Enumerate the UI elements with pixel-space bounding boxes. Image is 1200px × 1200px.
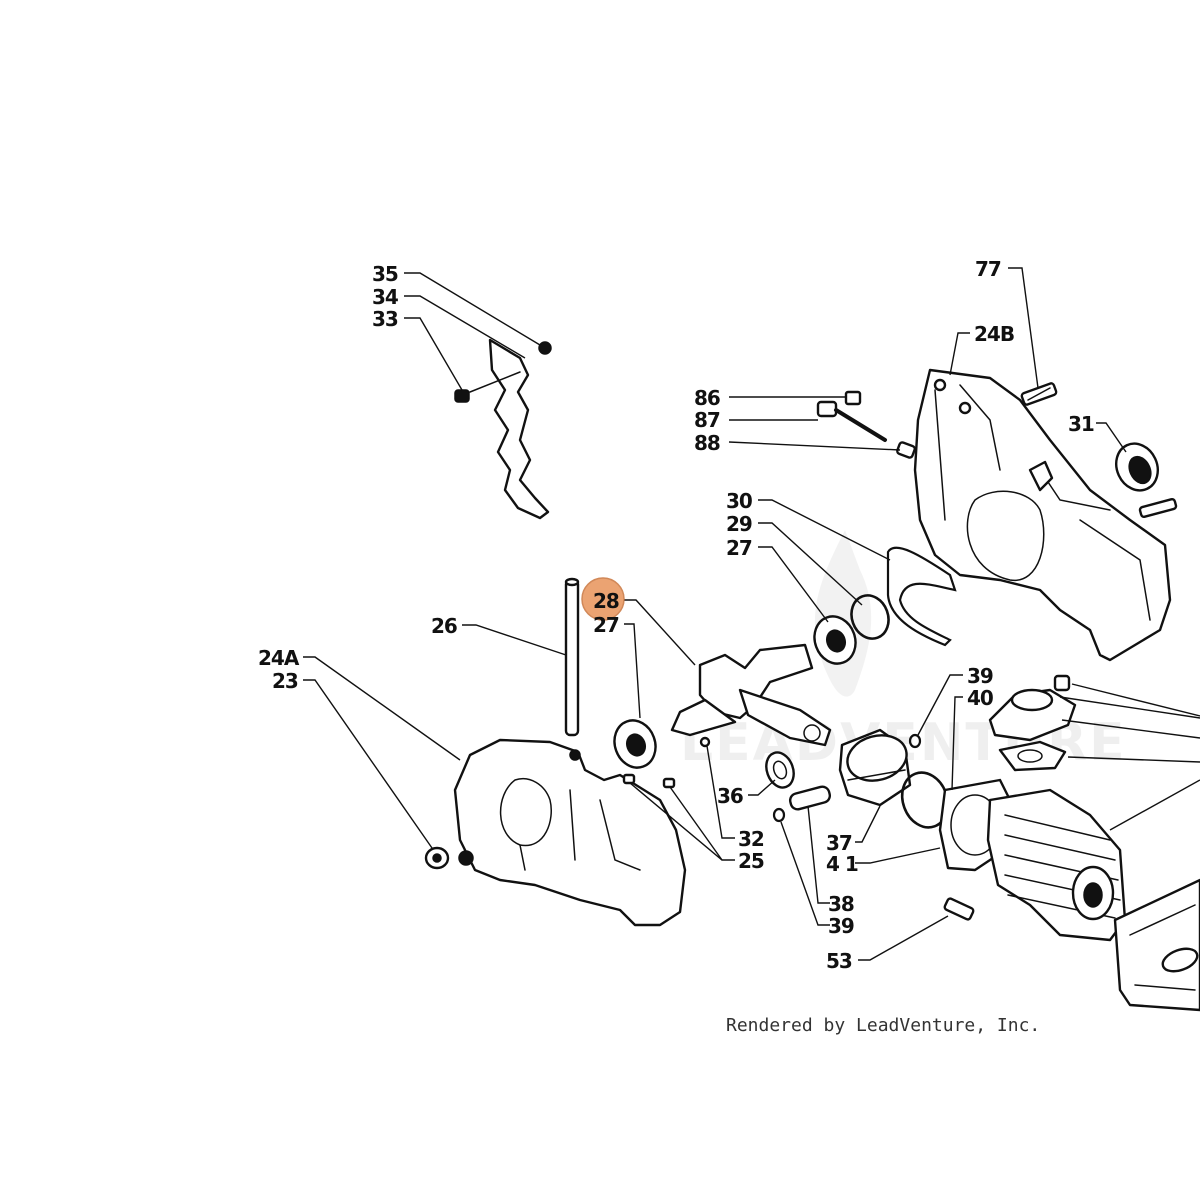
callout-38[interactable]: 38 — [828, 892, 855, 916]
cylinder-part — [986, 788, 1127, 942]
callout-41[interactable]: 4 1 — [826, 852, 859, 876]
intake-flange-part — [988, 674, 1077, 772]
clip-39-upper-part — [908, 733, 922, 749]
callout-39-upper[interactable]: 39 — [967, 664, 994, 688]
dowel-pins-25-part — [622, 773, 676, 789]
bumper-spike-part — [454, 338, 552, 520]
callout-28[interactable]: 28 — [593, 589, 620, 613]
crankcase-half-right-part — [913, 368, 1172, 662]
callout-24A[interactable]: 24A — [258, 646, 301, 670]
callout-27-upper[interactable]: 27 — [726, 536, 753, 560]
callout-27-lower[interactable]: 27 — [593, 613, 620, 637]
callout-86[interactable]: 86 — [694, 386, 721, 410]
bushing-23-part — [424, 846, 450, 870]
watermark-flame-icon — [814, 530, 872, 697]
snap-ring-29-part — [850, 594, 890, 640]
clip-39-lower-part — [772, 807, 786, 823]
callout-23[interactable]: 23 — [272, 669, 299, 693]
callout-26[interactable]: 26 — [431, 614, 458, 638]
callout-39-lower[interactable]: 39 — [828, 914, 855, 938]
callout-37[interactable]: 37 — [826, 831, 853, 855]
piston-37-part — [838, 728, 912, 807]
callout-77[interactable]: 77 — [975, 257, 1002, 281]
callout-29[interactable]: 29 — [726, 512, 753, 536]
bolt-77-part — [1020, 382, 1058, 406]
screw-53-part — [943, 897, 975, 921]
needle-bearing-36-part — [765, 751, 795, 789]
callout-34[interactable]: 34 — [372, 285, 399, 309]
crankshaft-28-part — [670, 643, 832, 747]
wrist-pin-38-part — [788, 785, 832, 811]
callout-35[interactable]: 35 — [372, 262, 399, 286]
callout-88[interactable]: 88 — [694, 431, 721, 455]
callout-labels: 35 34 33 77 24B 86 87 88 31 30 29 27 28 … — [258, 257, 1095, 973]
crankcase-half-left-part — [453, 738, 687, 927]
pin-88-part — [896, 441, 916, 459]
pin-32-part — [699, 736, 711, 748]
callout-36[interactable]: 36 — [717, 784, 744, 808]
callout-33[interactable]: 33 — [372, 307, 399, 331]
callout-32[interactable]: 32 — [738, 827, 765, 851]
gasket-30-part — [886, 546, 957, 647]
bearing-27-lower-part — [613, 719, 657, 769]
callout-31[interactable]: 31 — [1068, 412, 1095, 436]
screw-86-part — [844, 390, 862, 406]
callout-30[interactable]: 30 — [726, 489, 753, 513]
bearing-27-upper-part — [813, 615, 857, 665]
callout-25[interactable]: 25 — [738, 849, 765, 873]
side-bolt-part — [1138, 497, 1178, 519]
leader-lines — [303, 267, 1200, 961]
seal-31-part — [1115, 442, 1159, 492]
screw-87-part — [816, 400, 887, 442]
credit-text: Rendered by LeadVenture, Inc. — [726, 1015, 1040, 1036]
callout-40[interactable]: 40 — [967, 686, 994, 710]
callout-87[interactable]: 87 — [694, 408, 721, 432]
highlight-marker[interactable] — [581, 577, 625, 621]
muffler-plate-part — [1113, 878, 1200, 1012]
callout-53[interactable]: 53 — [826, 949, 853, 973]
rod-26-part — [564, 577, 580, 737]
callout-24B[interactable]: 24B — [974, 322, 1015, 346]
